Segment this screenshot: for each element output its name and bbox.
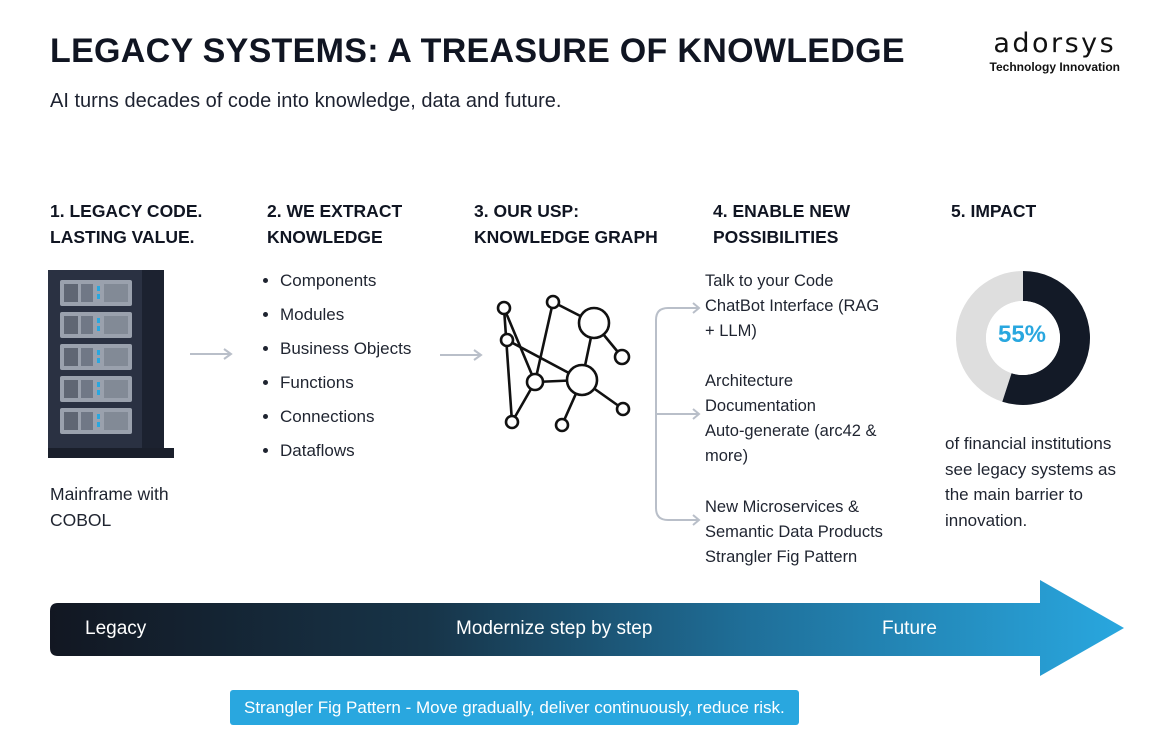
impact-line: the main barrier to bbox=[945, 485, 1083, 504]
possibility-line: Documentation bbox=[705, 397, 816, 415]
possibility-line: Semantic Data Products bbox=[705, 523, 883, 541]
possibility-documentation: Architecture Documentation Auto-generate… bbox=[705, 369, 877, 469]
mainframe-caption-line1: Mainframe with bbox=[50, 484, 169, 504]
strangler-fig-note: Strangler Fig Pattern - Move gradually, … bbox=[230, 690, 799, 725]
step-5-heading: 5. IMPACT bbox=[951, 198, 1036, 224]
list-item: Business Objects bbox=[280, 332, 411, 366]
impact-line: see legacy systems as bbox=[945, 459, 1117, 479]
impact-line: of financial institutions bbox=[945, 434, 1112, 453]
list-item: Dataflows bbox=[280, 434, 411, 468]
step-4-heading-line2: POSSIBILITIES bbox=[713, 227, 839, 247]
step-3-heading: 3. OUR USP: KNOWLEDGE GRAPH bbox=[474, 198, 658, 250]
list-item: Functions bbox=[280, 366, 411, 400]
list-item: Modules bbox=[280, 298, 411, 332]
server-unit bbox=[60, 408, 132, 434]
server-unit bbox=[60, 344, 132, 370]
step-3-heading-line2: KNOWLEDGE GRAPH bbox=[474, 227, 658, 247]
brand-logo: adorsys Technology Innovation bbox=[989, 28, 1120, 75]
extracted-knowledge-list: Components Modules Business Objects Func… bbox=[262, 264, 411, 468]
timeline-middle-label: Modernize step by step bbox=[456, 618, 653, 639]
page-title: LEGACY SYSTEMS: A TREASURE OF KNOWLEDGE bbox=[50, 32, 905, 70]
page-subtitle: AI turns decades of code into knowledge,… bbox=[50, 90, 562, 112]
arrow-right-icon bbox=[190, 348, 233, 360]
possibility-line: New Microservices & bbox=[705, 498, 860, 516]
possibility-line: ChatBot Interface (RAG bbox=[705, 297, 880, 315]
possibility-line: + LLM) bbox=[705, 322, 757, 340]
possibility-line: Talk to your Code bbox=[705, 272, 834, 290]
possibility-line: Strangler Fig Pattern bbox=[705, 548, 858, 566]
donut-value-segment bbox=[1002, 271, 1090, 405]
server-unit bbox=[60, 376, 132, 402]
step-2-heading-line2: KNOWLEDGE bbox=[267, 227, 383, 247]
impact-donut-chart bbox=[956, 271, 1090, 405]
mainframe-caption: Mainframe with COBOL bbox=[50, 481, 169, 533]
donut-remainder-segment bbox=[956, 271, 1023, 402]
step-4-heading: 4. ENABLE NEW POSSIBILITIES bbox=[713, 198, 850, 250]
step-5-heading-line1: 5. IMPACT bbox=[951, 201, 1037, 221]
timeline-start-label: Legacy bbox=[85, 618, 147, 639]
step-2-heading-line1: 2. WE EXTRACT bbox=[267, 201, 403, 221]
knowledge-graph-icon bbox=[496, 294, 631, 433]
step-1-heading: 1. LEGACY CODE. LASTING VALUE. bbox=[50, 198, 202, 250]
mainframe-caption-line2: COBOL bbox=[50, 510, 112, 530]
mainframe-server-icon bbox=[48, 270, 174, 458]
possibility-line: more) bbox=[705, 447, 749, 465]
logo-wordmark: adorsys bbox=[993, 28, 1117, 59]
possibility-line: Architecture bbox=[705, 372, 794, 390]
logo-tagline: Technology Innovation bbox=[989, 60, 1120, 74]
step-1-heading-line2: LASTING VALUE. bbox=[50, 227, 195, 247]
possibility-line: Auto-generate (arc42 & bbox=[705, 422, 877, 440]
step-3-heading-line1: 3. OUR USP: bbox=[474, 201, 580, 221]
possibilities-bracket-icon bbox=[655, 302, 701, 526]
server-unit bbox=[60, 280, 132, 306]
list-item: Connections bbox=[280, 400, 411, 434]
impact-line: innovation. bbox=[945, 510, 1028, 530]
impact-description: of financial institutions see legacy sys… bbox=[945, 431, 1116, 533]
modernization-timeline-arrow bbox=[50, 580, 1124, 676]
impact-percentage: 55% bbox=[997, 321, 1047, 348]
step-2-heading: 2. WE EXTRACT KNOWLEDGE bbox=[267, 198, 402, 250]
possibility-microservices: New Microservices & Semantic Data Produc… bbox=[705, 495, 883, 570]
step-1-heading-line1: 1. LEGACY CODE. bbox=[50, 201, 203, 221]
step-4-heading-line1: 4. ENABLE NEW bbox=[713, 201, 851, 221]
list-item: Components bbox=[280, 264, 411, 298]
possibility-chatbot: Talk to your Code ChatBot Interface (RAG… bbox=[705, 269, 879, 344]
timeline-end-label: Future bbox=[882, 618, 937, 639]
arrow-right-icon bbox=[440, 349, 483, 361]
server-unit bbox=[60, 312, 132, 338]
